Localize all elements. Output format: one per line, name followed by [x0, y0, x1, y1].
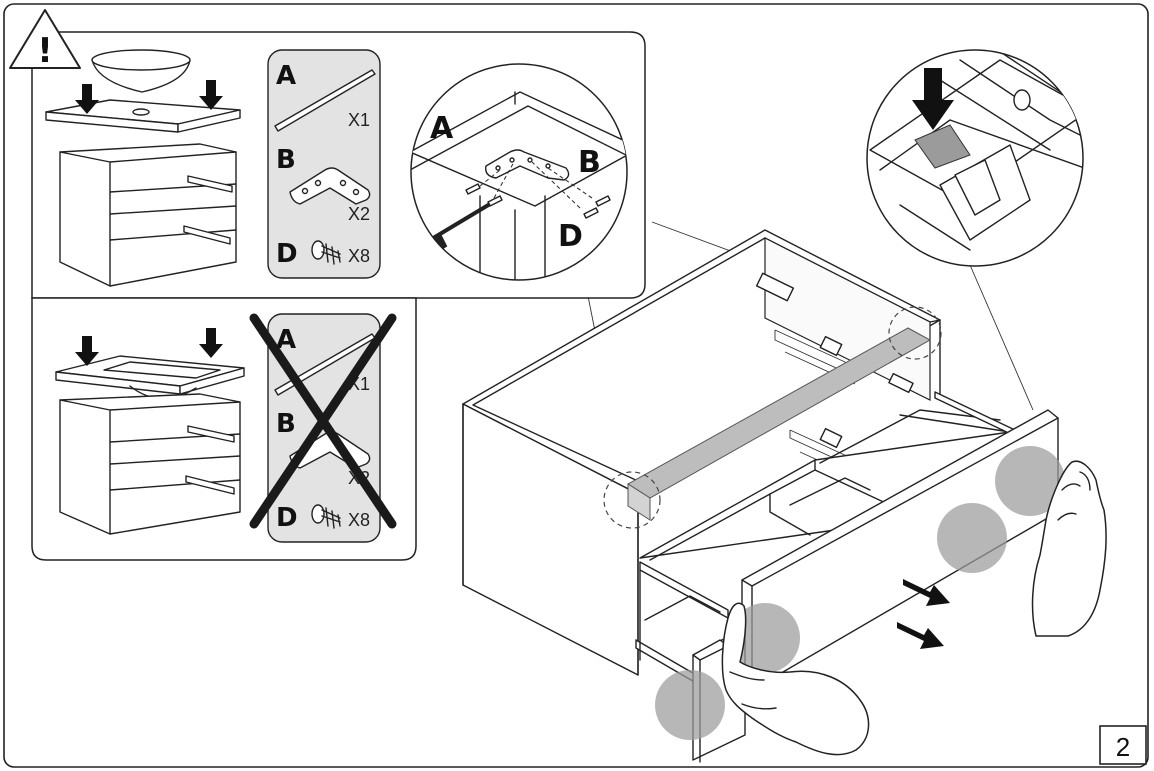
warning-triangle-icon: ! — [9, 9, 81, 71]
grip-points — [655, 446, 1065, 740]
part-a-letter-crossed: A — [276, 325, 296, 355]
part-d-quantity-crossed: X8 — [348, 510, 370, 530]
cross-out-mark-icon — [249, 313, 397, 529]
detail-label-b: B — [578, 145, 601, 180]
main-cabinet-drawing — [462, 229, 1059, 763]
step-number-box: 2 — [1099, 725, 1147, 765]
pull-direction-arrows — [897, 579, 950, 649]
part-b-quantity: X2 — [348, 204, 370, 224]
screw-icon — [311, 240, 341, 265]
detail-label-d: D — [558, 219, 583, 254]
part-a-quantity: X1 — [348, 110, 370, 130]
left-hand-icon — [721, 602, 870, 756]
part-b-letter-crossed: B — [276, 409, 296, 439]
detail-label-a: A — [430, 111, 454, 146]
right-hand-icon — [1031, 460, 1107, 637]
part-a-letter: A — [276, 61, 296, 91]
part-d-letter-crossed: D — [276, 503, 298, 533]
integrated-sink-cabinet-drawing — [55, 328, 245, 535]
corner-bracket-icon — [289, 167, 371, 205]
part-d-item-crossed: D X8 — [276, 503, 370, 533]
part-d-letter: D — [276, 239, 298, 269]
rail-bar-icon — [274, 69, 376, 132]
warning-symbol: ! — [37, 31, 53, 71]
bowl-sink-cabinet-drawing — [45, 49, 241, 287]
screw-icon — [311, 504, 341, 529]
part-a-item: A X1 — [274, 61, 376, 132]
bracket-detail-callout: A B D — [410, 63, 628, 281]
part-b-item: B X2 — [276, 145, 371, 224]
drawer-release-detail — [866, 49, 1084, 267]
part-d-quantity: X8 — [348, 246, 370, 266]
outer-frame — [3, 3, 1149, 768]
part-d-item: D X8 — [276, 239, 370, 269]
parts-list-bowl-sink — [267, 49, 381, 279]
part-b-letter: B — [276, 145, 296, 175]
step-number: 2 — [1116, 732, 1130, 762]
